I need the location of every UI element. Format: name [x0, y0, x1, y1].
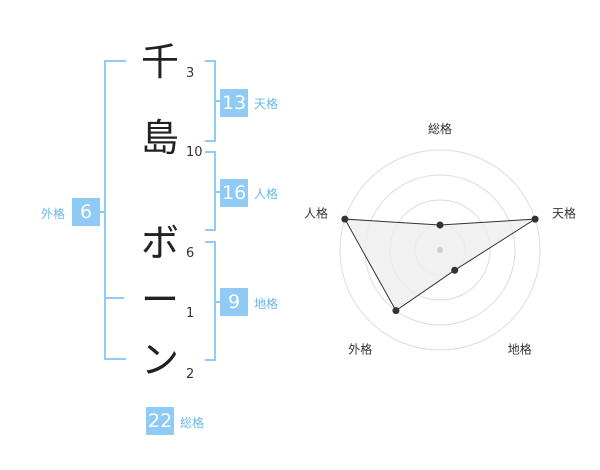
name-char-3: ボ [140, 221, 179, 265]
stroke-count-5: 2 [186, 367, 195, 382]
name-char-4: ー [140, 278, 179, 322]
tenkaku-label: 天格 [254, 97, 279, 111]
tenkaku-value: 13 [220, 89, 249, 117]
tenkaku-bracket [205, 60, 216, 142]
jinkaku-value: 16 [220, 179, 249, 207]
jinkaku-label: 人格 [254, 187, 279, 201]
radar-point-5 [341, 215, 349, 223]
chikaku-value: 9 [220, 288, 248, 316]
radar-point-3 [451, 266, 459, 274]
gaikaku-value: 6 [72, 198, 100, 226]
jinkaku-bracket [205, 151, 216, 231]
radar-polygon [344, 218, 536, 312]
gaikaku-label: 外格 [41, 207, 66, 221]
stroke-count-4: 1 [186, 306, 195, 321]
name-char-5: ン [140, 338, 179, 382]
stroke-count-3: 6 [186, 246, 195, 261]
jinkaku-connector [216, 191, 222, 193]
soukaku-value: 22 [146, 407, 175, 435]
stroke-count-2: 10 [186, 145, 203, 160]
chikaku-connector [216, 301, 222, 303]
name-char-1: 千 [140, 40, 179, 84]
soukaku-label: 総格 [180, 416, 205, 430]
radar-label-5: 人格 [304, 205, 328, 220]
radar-point-4 [392, 307, 400, 315]
radar-points [341, 215, 539, 315]
radar-label-3: 地格 [508, 342, 532, 357]
gaikaku-connector [100, 211, 106, 213]
radar-point-1 [436, 221, 444, 229]
name-char-2: 島 [140, 116, 179, 160]
stroke-count-1: 3 [186, 66, 195, 81]
tenkaku-connector [216, 100, 222, 102]
gaikaku-bracket-split [104, 297, 124, 299]
radar-label-2: 天格 [552, 205, 576, 220]
radar-center-dot [437, 247, 443, 253]
radar-label-1: 総格 [428, 121, 452, 136]
chikaku-bracket [205, 241, 216, 361]
radar-point-2 [531, 215, 539, 223]
gaikaku-bracket [104, 60, 126, 360]
chikaku-label: 地格 [254, 297, 279, 311]
radar-ring-4 [339, 149, 541, 351]
radar-label-4: 外格 [348, 342, 372, 357]
